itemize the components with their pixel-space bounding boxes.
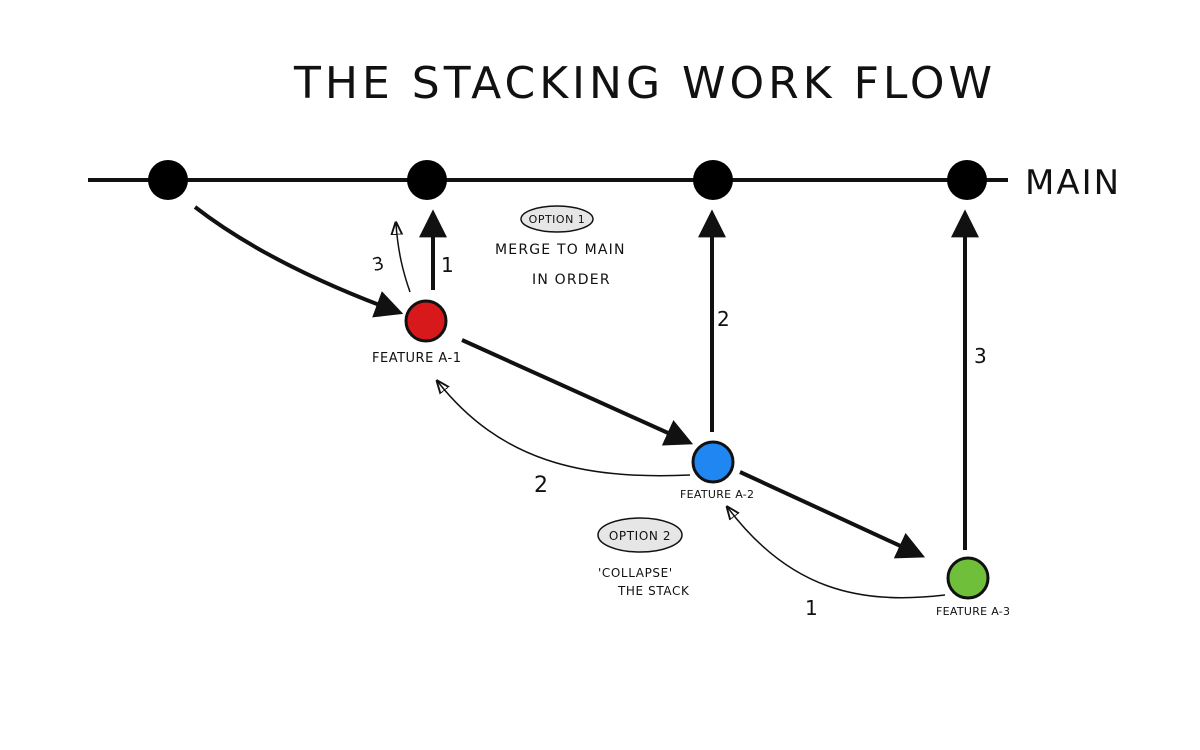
option1-step-1: 1 — [441, 253, 454, 277]
option1-badge — [520, 205, 594, 233]
feature-a2-label: FEATURE A-2 — [680, 488, 754, 501]
option1-step-3: 3 — [974, 344, 987, 368]
branch-arrow-main-to-a1 — [193, 205, 404, 318]
main-commit-3 — [693, 160, 733, 200]
main-commit-1 — [148, 160, 188, 200]
option1-text-line1: MERGE TO MAIN — [495, 242, 626, 258]
option2-text-line1: 'COLLAPSE' — [598, 566, 673, 580]
feature-a3-commit — [946, 556, 990, 600]
feature-a1-label: FEATURE A-1 — [372, 351, 461, 366]
collapse-arrow-a2-to-a1 — [438, 382, 691, 477]
option1-badge-label: OPTION 1 — [529, 213, 586, 226]
main-commit-2 — [407, 160, 447, 200]
option2-badge — [597, 517, 683, 553]
option2-badge-label: OPTION 2 — [609, 529, 671, 543]
branch-arrow-a2-to-a3 — [739, 470, 926, 559]
option2-step-3: 3 — [370, 253, 386, 276]
main-branch-label: MAIN — [1025, 163, 1121, 203]
option1-step-2: 2 — [717, 307, 730, 331]
option2-text-line2: THE STACK — [617, 584, 690, 598]
feature-a3-label: FEATURE A-3 — [936, 605, 1010, 618]
feature-a1-commit — [404, 299, 448, 343]
main-commit-4 — [947, 160, 987, 200]
feature-a2-commit — [691, 440, 735, 484]
collapse-arrow-a3-to-a2 — [728, 508, 946, 599]
option2-step-2: 2 — [534, 473, 548, 498]
option2-step-1: 1 — [805, 596, 818, 620]
diagram-title: THE STACKING WORK FLOW — [293, 58, 996, 109]
option1-text-line2: IN ORDER — [532, 272, 611, 288]
branch-arrow-a1-to-a2 — [461, 338, 694, 446]
collapse-arrow-a1-to-main — [396, 224, 411, 293]
